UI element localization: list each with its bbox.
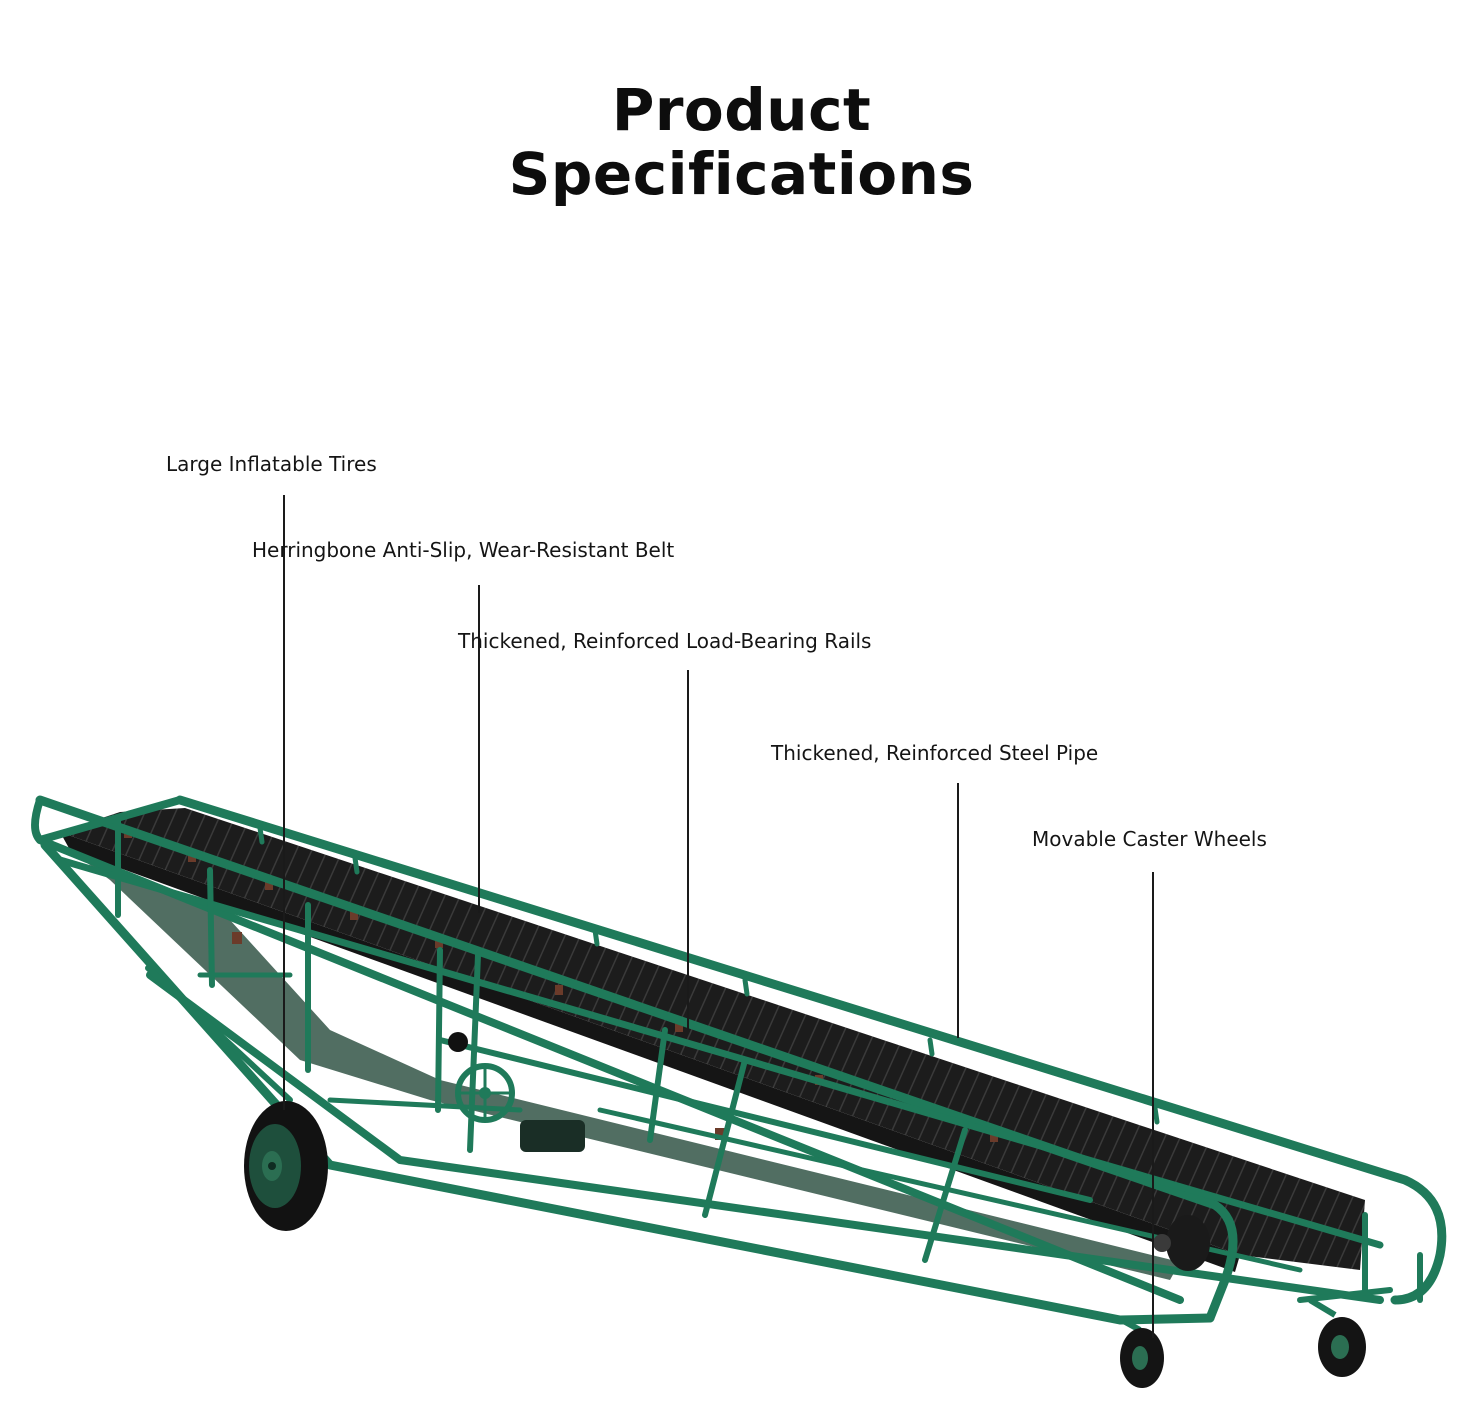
head-roller <box>1153 1215 1210 1271</box>
page-title: Product Specifications <box>0 78 1483 206</box>
leader-line-herringbone-belt <box>478 585 480 913</box>
belt-underside <box>70 850 1180 1280</box>
leader-line-large-inflatable-tires <box>283 495 285 1110</box>
caster-wheel-left-icon <box>1116 1315 1164 1388</box>
page-title-line-2: Specifications <box>508 140 975 208</box>
leader-line-load-bearing-rails <box>687 670 689 1030</box>
caster-wheel-right-icon <box>1308 1297 1366 1377</box>
leader-line-caster-wheels <box>1152 872 1154 1338</box>
callout-label-steel-pipe: Thickened, Reinforced Steel Pipe <box>771 741 1099 765</box>
page-title-line-1: Product <box>611 76 872 144</box>
callout-label-herringbone-belt: Herringbone Anti-Slip, Wear-Resistant Be… <box>252 538 675 562</box>
callout-label-caster-wheels: Movable Caster Wheels <box>1032 827 1267 851</box>
large-inflatable-tire-icon <box>244 1101 328 1231</box>
drive-pulley <box>448 1032 515 1123</box>
leader-line-steel-pipe <box>957 783 959 1038</box>
callout-label-large-inflatable-tires: Large Inflatable Tires <box>166 452 377 476</box>
motor <box>520 1120 585 1152</box>
callout-label-load-bearing-rails: Thickened, Reinforced Load-Bearing Rails <box>458 629 872 653</box>
